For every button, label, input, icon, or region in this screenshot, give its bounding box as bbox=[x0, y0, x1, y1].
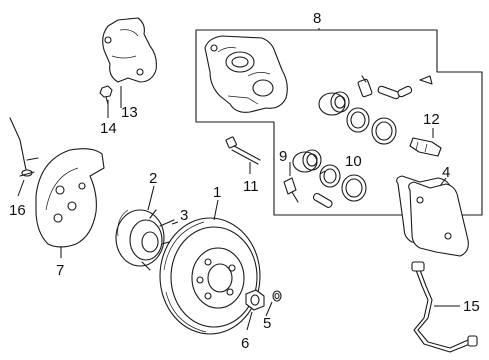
piston-lower bbox=[292, 149, 322, 173]
callout-14: 14 bbox=[100, 120, 117, 137]
seal-lower bbox=[319, 164, 341, 188]
abs-sensor bbox=[9, 117, 39, 177]
callout-16: 16 bbox=[9, 202, 26, 219]
dust-shield bbox=[35, 148, 105, 248]
caliper-bracket bbox=[102, 17, 157, 83]
callout-9: 9 bbox=[279, 148, 287, 165]
callout-12: 12 bbox=[423, 111, 440, 128]
guide-pin-3 bbox=[397, 85, 413, 98]
washer bbox=[272, 290, 282, 302]
hub-nut bbox=[245, 289, 265, 311]
callout-10: 10 bbox=[345, 153, 362, 170]
callout-7: 7 bbox=[56, 262, 64, 279]
guide-pin-1 bbox=[357, 75, 373, 98]
wheel-hub bbox=[115, 209, 165, 267]
guide-pin-2 bbox=[377, 85, 401, 100]
leader-lines bbox=[17, 28, 460, 331]
callout-15: 15 bbox=[463, 298, 480, 315]
brake-rotor bbox=[159, 217, 261, 335]
seal-ring-upper bbox=[371, 117, 397, 145]
callout-8: 8 bbox=[313, 10, 321, 27]
bracket-bolt bbox=[99, 85, 113, 105]
clip-small bbox=[419, 75, 433, 85]
callout-1: 1 bbox=[213, 184, 221, 201]
callout-11: 11 bbox=[243, 178, 259, 195]
brake-pads bbox=[396, 175, 469, 257]
caliper-kit-box bbox=[195, 29, 483, 216]
caliper-long-bolt bbox=[225, 136, 261, 165]
callout-4: 4 bbox=[442, 164, 450, 181]
pad-clips bbox=[409, 137, 442, 157]
callout-5: 5 bbox=[263, 315, 271, 332]
brake-hose bbox=[411, 261, 478, 353]
piston-upper bbox=[318, 91, 350, 116]
seal-ring-lower bbox=[341, 174, 367, 202]
caliper-body bbox=[204, 35, 288, 113]
callout-2: 2 bbox=[149, 170, 157, 187]
seal-upper bbox=[346, 107, 370, 133]
bleeder-screw bbox=[283, 177, 299, 203]
callout-13: 13 bbox=[121, 104, 138, 121]
callout-3: 3 bbox=[180, 207, 188, 224]
callout-6: 6 bbox=[241, 335, 249, 352]
guide-pin-4 bbox=[312, 192, 333, 208]
